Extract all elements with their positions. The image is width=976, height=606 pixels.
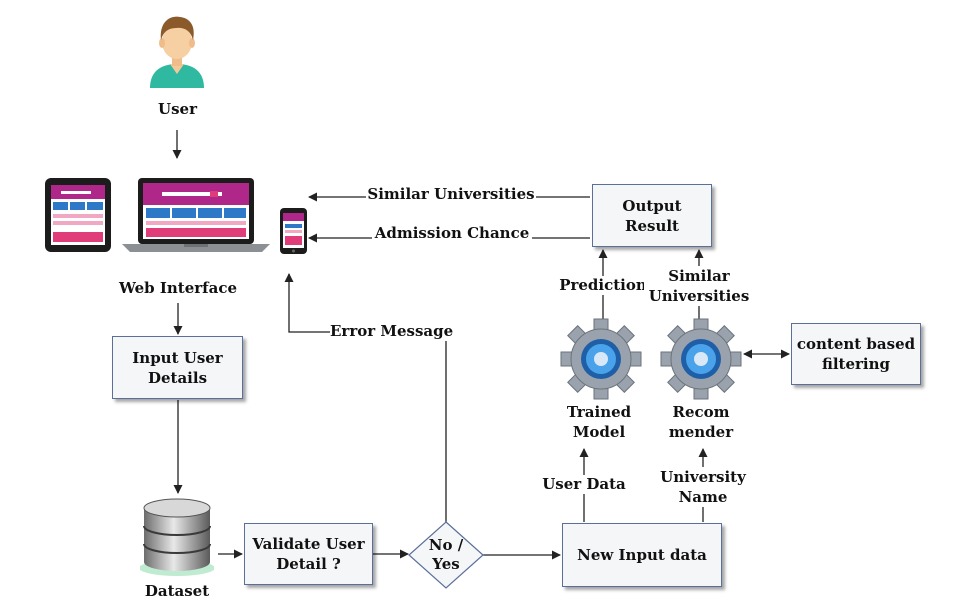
decision-diamond bbox=[408, 521, 484, 589]
phone-icon bbox=[280, 208, 307, 254]
similar-universities-out-label: Similar Universities bbox=[366, 185, 536, 204]
error-message-label: Error Message bbox=[330, 322, 454, 341]
validate-user-detail-label: Validate User Detail ? bbox=[252, 535, 365, 573]
admission-chance-label: Admission Chance bbox=[372, 224, 532, 243]
user-label: User bbox=[158, 100, 197, 118]
input-user-details-box: Input User Details bbox=[112, 336, 243, 399]
tablet-icon bbox=[45, 178, 111, 252]
recommender-label: Recom mender bbox=[668, 403, 734, 441]
new-input-data-box: New Input data bbox=[562, 523, 722, 587]
content-based-filtering-box: content based filtering bbox=[791, 323, 921, 385]
gear-icon bbox=[660, 318, 742, 400]
new-input-data-label: New Input data bbox=[577, 546, 707, 564]
university-name-label: University Name bbox=[650, 467, 756, 507]
prediction-label: Prediction bbox=[555, 276, 651, 295]
edge-error-message bbox=[284, 273, 447, 522]
input-user-details-label: Input User Details bbox=[132, 348, 223, 387]
database-icon bbox=[140, 498, 214, 576]
web-interface-label: Web Interface bbox=[118, 279, 238, 297]
user-icon bbox=[150, 16, 204, 88]
output-result-box: Output Result bbox=[592, 184, 712, 247]
output-result-label: Output Result bbox=[622, 196, 682, 235]
validate-user-detail-box: Validate User Detail ? bbox=[244, 523, 373, 585]
user-data-label: User Data bbox=[538, 475, 630, 494]
trained-model-label: Trained Model bbox=[566, 403, 632, 441]
decision-label: No / Yes bbox=[428, 536, 464, 573]
laptop-icon bbox=[122, 178, 270, 252]
dataset-label: Dataset bbox=[144, 582, 210, 600]
similar-universities-label: Similar Universities bbox=[644, 266, 754, 306]
content-based-filtering-label: content based filtering bbox=[796, 335, 916, 373]
gear-icon bbox=[560, 318, 642, 400]
